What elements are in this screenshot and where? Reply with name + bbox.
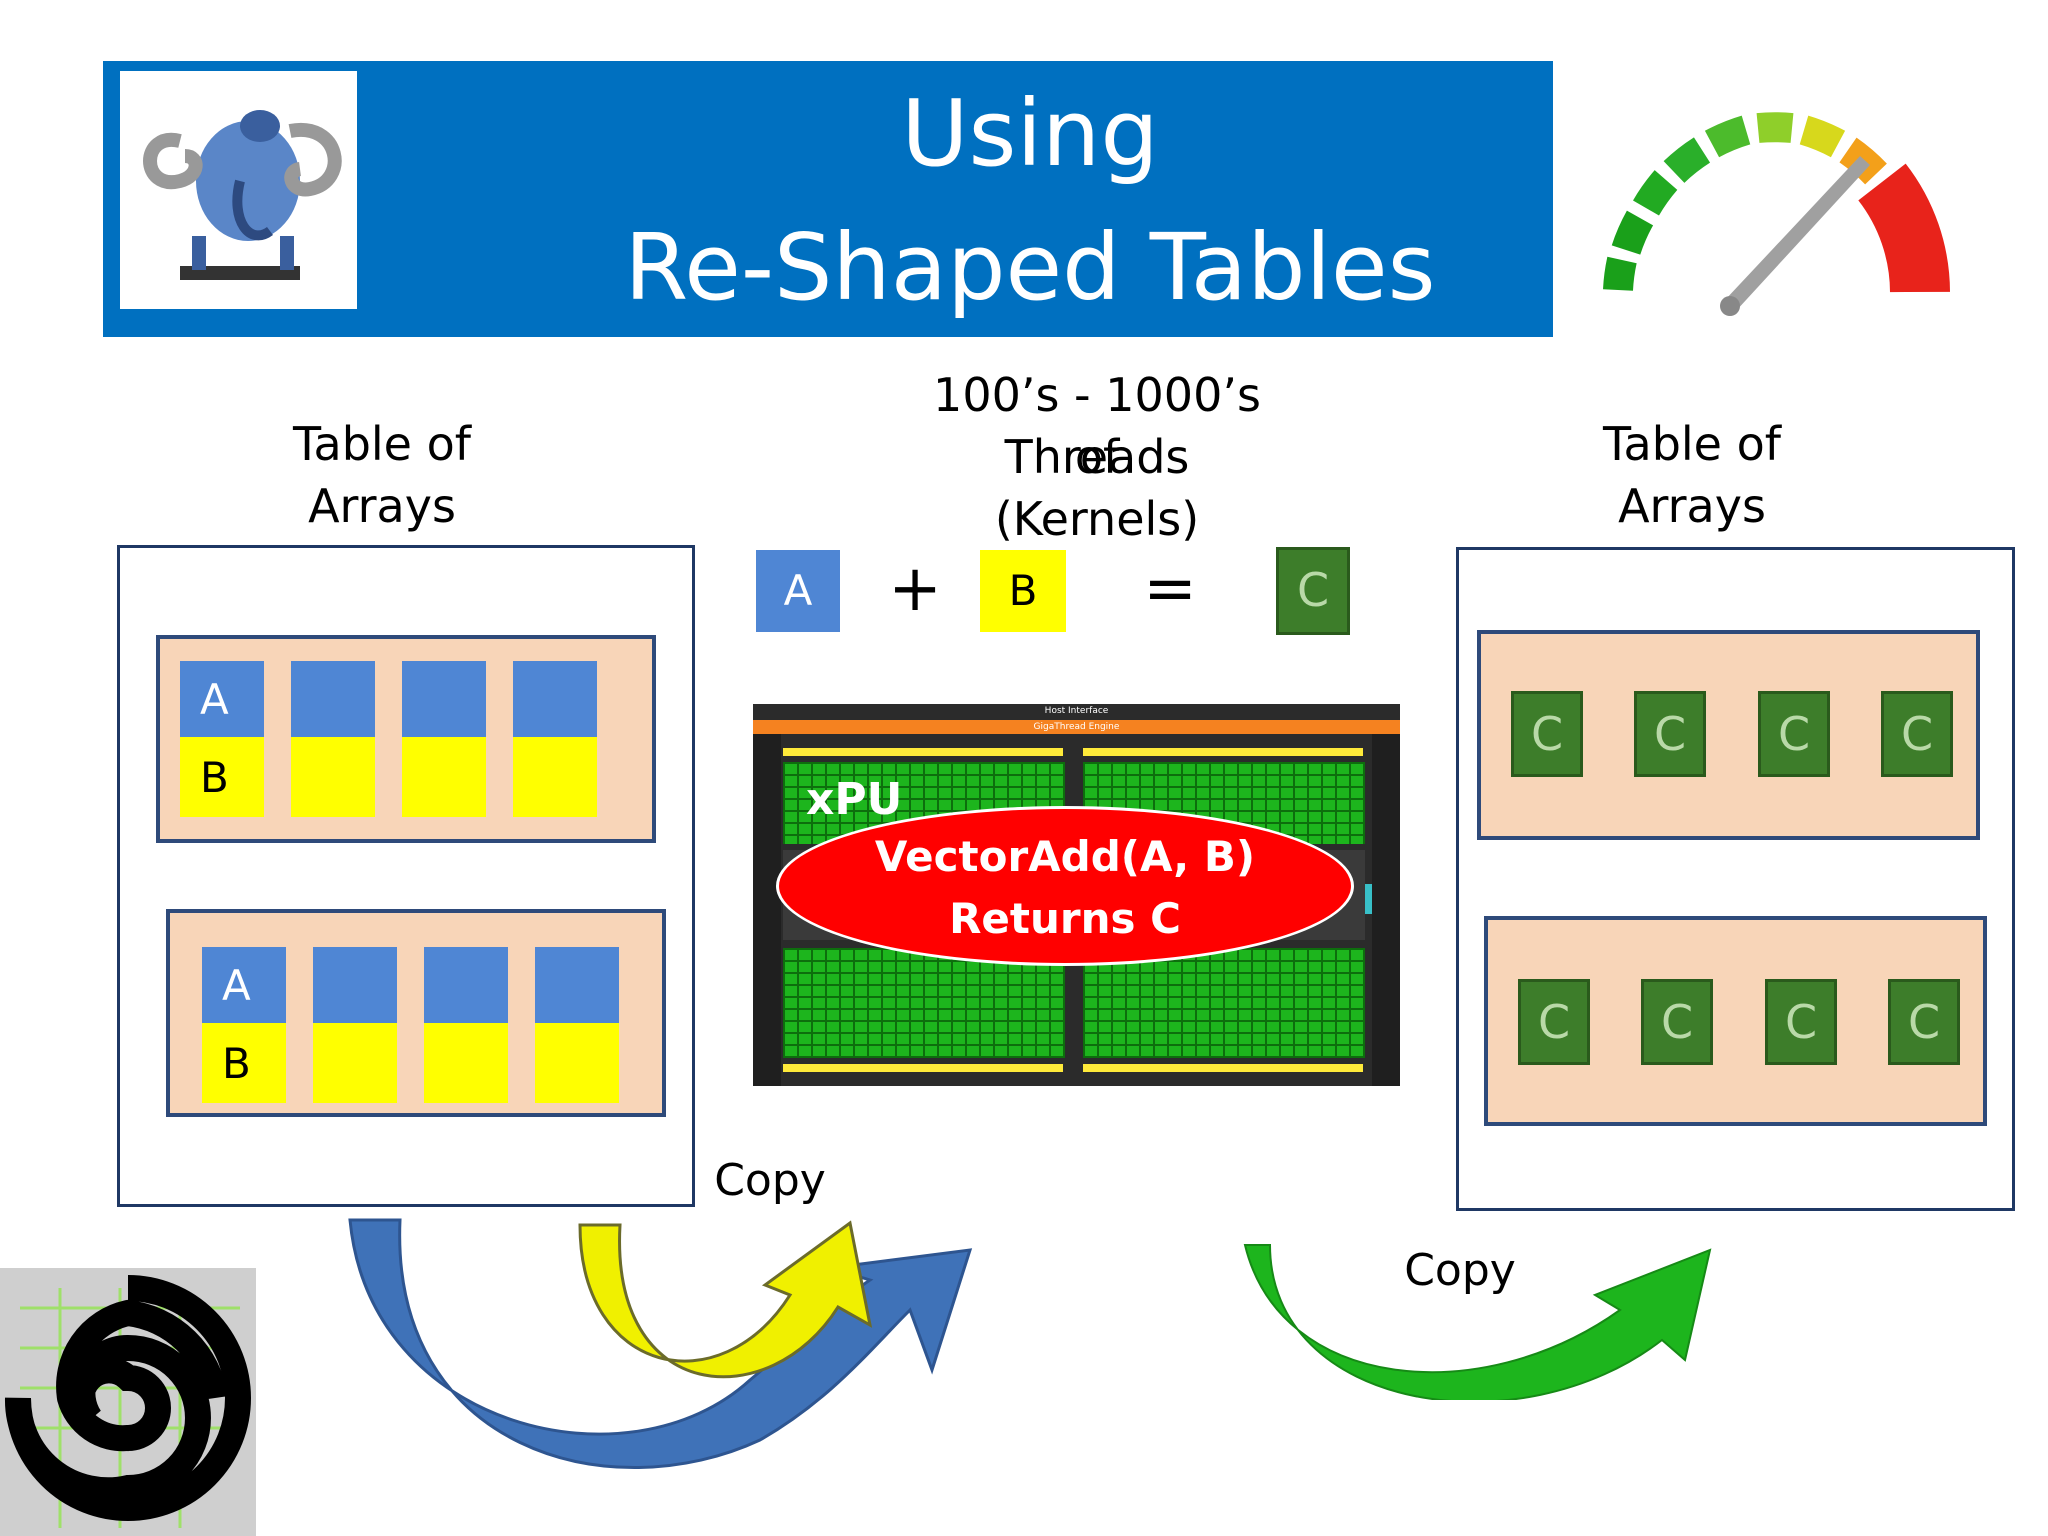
cell-b	[513, 737, 597, 817]
cell-c: C	[1758, 691, 1830, 777]
cell-b: B	[202, 1023, 286, 1103]
cell-c: C	[1881, 691, 1953, 777]
xpu-label: xPU	[806, 774, 903, 825]
cell-c: C	[1634, 691, 1706, 777]
cell-c: C	[1888, 979, 1960, 1065]
title-line-1: Using	[901, 80, 1159, 187]
cell-a	[291, 661, 375, 737]
yellow-copy-arrow	[578, 1220, 873, 1379]
cell-c: C	[1518, 979, 1590, 1065]
speedometer-icon	[1603, 112, 1950, 316]
left-table-label-line-1: Table of	[293, 417, 471, 471]
green-copy-arrow	[1243, 1244, 1712, 1400]
vectoradd-ellipse	[776, 806, 1354, 966]
cell-a: A	[202, 947, 286, 1023]
equation-equals: =	[1143, 552, 1197, 626]
cell-b	[424, 1023, 508, 1103]
cell-c: C	[1511, 691, 1583, 777]
equation-a: A	[756, 550, 840, 632]
cell-a: A	[180, 661, 264, 737]
cell-c: C	[1765, 979, 1837, 1065]
equation-b: B	[980, 550, 1066, 632]
right-table-label-line-2: Arrays	[1618, 479, 1766, 533]
copy-label-right: Copy	[1404, 1245, 1516, 1296]
threads-label-line-2: Threads (Kernels)	[994, 430, 1200, 546]
cell-b	[402, 737, 486, 817]
cell-a	[313, 947, 397, 1023]
right-array-row-2: C C C C	[1484, 916, 1987, 1126]
threads-label-line-1: 100’s - 1000’s of	[933, 368, 1261, 484]
cell-b: B	[180, 737, 264, 817]
right-array-row-1: C C C C	[1477, 630, 1980, 840]
gigathread-bar: GigaThread Engine	[753, 720, 1400, 734]
mammoth-logo	[120, 71, 357, 309]
copy-label-left: Copy	[714, 1155, 826, 1206]
equation-plus: +	[888, 552, 942, 626]
spiral-logo	[0, 1268, 256, 1536]
title-line-2: Re-Shaped Tables	[624, 214, 1436, 321]
cell-b	[535, 1023, 619, 1103]
cell-a	[535, 947, 619, 1023]
cell-b	[313, 1023, 397, 1103]
cell-a	[513, 661, 597, 737]
right-table-label-line-1: Table of	[1603, 417, 1781, 471]
vectoradd-call: VectorAdd(A, B)	[874, 832, 1256, 881]
cell-a	[424, 947, 508, 1023]
cell-c: C	[1641, 979, 1713, 1065]
cell-b	[291, 737, 375, 817]
equation-c: C	[1276, 547, 1350, 635]
left-array-row-1: A B	[156, 635, 656, 843]
host-interface-bar: Host Interface	[753, 704, 1400, 718]
left-table-label-line-2: Arrays	[308, 479, 456, 533]
vectoradd-returns: Returns C	[949, 894, 1181, 943]
cell-a	[402, 661, 486, 737]
blue-copy-arrow	[348, 1218, 973, 1469]
left-array-row-2: A B	[166, 909, 666, 1117]
